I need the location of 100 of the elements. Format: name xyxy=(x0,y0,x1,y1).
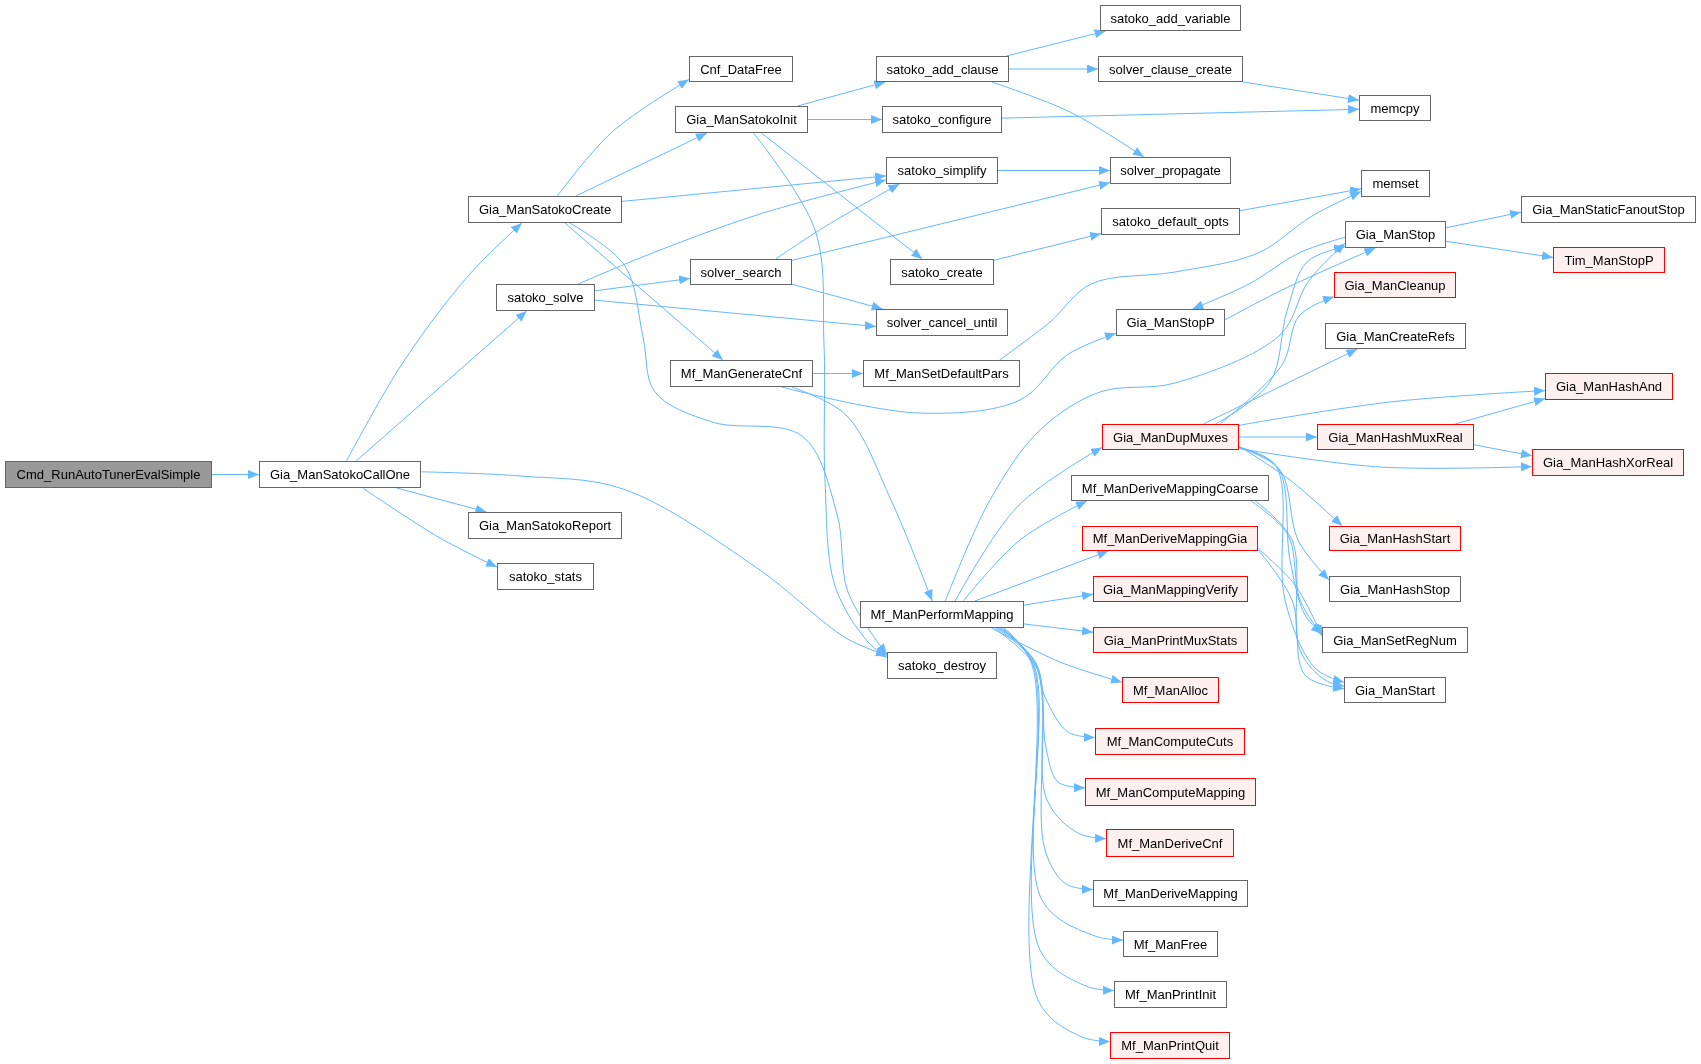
call-arrow xyxy=(1001,105,1360,119)
call-arrow xyxy=(1002,627,1115,995)
call-arrow xyxy=(993,231,1102,261)
function-node: satoko_create xyxy=(890,259,994,285)
call-arrow xyxy=(594,275,691,292)
call-arrow xyxy=(420,471,888,657)
function-node: Mf_ManDeriveMappingCoarse xyxy=(1071,475,1269,501)
call-arrow xyxy=(954,446,1103,602)
call-arrow xyxy=(760,132,923,260)
call-arrow xyxy=(999,191,1362,361)
call-arrow xyxy=(594,299,877,330)
function-node: Mf_ManDeriveMapping xyxy=(1093,880,1248,907)
call-arrow xyxy=(569,222,888,656)
call-arrow xyxy=(1238,386,1546,426)
call-arrow xyxy=(1257,549,1345,692)
call-arrow xyxy=(1238,432,1318,442)
function-node: Mf_ManSetDefaultPars xyxy=(863,360,1020,387)
function-node: Cnf_DataFree xyxy=(689,56,793,82)
function-node: Gia_ManMappingVerify xyxy=(1093,576,1248,602)
function-node: satoko_add_variable xyxy=(1100,5,1241,31)
function-node: satoko_solve xyxy=(496,284,595,311)
call-arrow xyxy=(1242,81,1360,103)
function-node: satoko_configure xyxy=(882,106,1002,133)
call-arrow xyxy=(796,80,886,107)
call-arrow xyxy=(1454,397,1546,425)
call-arrow xyxy=(944,242,1346,602)
call-arrow xyxy=(1238,445,1343,527)
call-arrow xyxy=(1003,627,1111,1046)
function-node: Gia_ManHashMuxReal xyxy=(1317,424,1474,450)
function-node: solver_search xyxy=(690,259,792,285)
function-node: solver_propagate xyxy=(1110,157,1231,184)
function-node: Gia_ManSatokoCreate xyxy=(468,196,622,223)
function-node: Gia_ManSetRegNum xyxy=(1322,627,1468,653)
function-node: Mf_ManDeriveCnf xyxy=(1106,829,1234,857)
call-arrow xyxy=(1202,348,1358,425)
call-arrow xyxy=(995,627,1086,793)
call-arrow xyxy=(1191,236,1346,310)
call-arrow xyxy=(974,550,1109,602)
function-node: satoko_stats xyxy=(497,563,594,590)
call-arrow xyxy=(1224,247,1376,321)
function-node: Gia_ManStopP xyxy=(1116,309,1225,336)
function-node: Gia_ManDupMuxes xyxy=(1102,424,1239,450)
function-node: Mf_ManFree xyxy=(1123,931,1218,957)
function-node: Gia_ManHashStart xyxy=(1329,526,1461,551)
function-node: Gia_ManSatokoInit xyxy=(675,106,808,133)
function-node: Mf_ManComputeCuts xyxy=(1095,728,1245,755)
call-arrow xyxy=(752,132,888,658)
call-arrow xyxy=(962,500,1088,602)
call-arrow xyxy=(791,386,933,602)
call-arrow xyxy=(1000,627,1124,945)
function-node: Mf_ManAlloc xyxy=(1122,677,1219,703)
function-node: Gia_ManHashStop xyxy=(1329,576,1461,602)
function-node: satoko_add_clause xyxy=(876,56,1009,82)
function-node: Mf_ManComputeMapping xyxy=(1085,778,1256,806)
function-node: solver_clause_create xyxy=(1098,56,1243,82)
function-node: Mf_ManPerformMapping xyxy=(860,601,1024,628)
function-node: satoko_default_opts xyxy=(1101,208,1240,235)
function-node: Gia_ManCleanup xyxy=(1334,272,1456,298)
call-arrow xyxy=(781,332,1117,414)
function-node: Mf_ManPrintInit xyxy=(1114,981,1227,1008)
call-arrow xyxy=(575,132,708,197)
call-arrow xyxy=(998,627,1094,894)
function-node: Mf_ManGenerateCnf xyxy=(670,360,813,387)
function-node: Gia_ManSatokoReport xyxy=(468,512,622,539)
call-arrow xyxy=(362,487,498,568)
function-node: Mf_ManPrintQuit xyxy=(1110,1032,1230,1059)
function-node: Gia_ManStart xyxy=(1344,677,1446,703)
call-arrow xyxy=(997,627,1107,843)
call-arrow xyxy=(1445,210,1522,229)
call-arrow xyxy=(621,172,887,202)
call-arrow xyxy=(1254,500,1345,689)
call-arrow xyxy=(556,78,690,197)
call-arrow xyxy=(991,81,1145,158)
function-node: Gia_ManStop xyxy=(1345,221,1446,248)
call-arrow xyxy=(1219,296,1335,425)
call-arrow xyxy=(1005,29,1107,57)
call-arrow xyxy=(396,487,487,514)
function-node: Gia_ManPrintMuxStats xyxy=(1093,627,1248,653)
call-arrow xyxy=(1023,623,1094,636)
function-node: solver_cancel_until xyxy=(876,309,1008,336)
call-arrow xyxy=(997,166,1111,175)
call-arrow xyxy=(990,627,1123,684)
call-arrow xyxy=(1238,446,1345,684)
function-node: satoko_simplify xyxy=(886,157,998,184)
call-arrow xyxy=(812,369,864,378)
call-arrow xyxy=(211,470,260,479)
call-arrow xyxy=(791,180,1111,261)
call-arrow xyxy=(1473,444,1533,459)
call-arrow xyxy=(1215,244,1346,425)
function-node: Gia_ManHashXorReal xyxy=(1532,449,1684,476)
call-arrow xyxy=(791,283,884,311)
call-arrow xyxy=(1023,591,1094,606)
call-arrow xyxy=(1238,448,1533,472)
call-arrow xyxy=(1239,186,1362,212)
function-node: memcpy xyxy=(1359,95,1431,121)
call-arrow xyxy=(994,627,1096,742)
call-arrow xyxy=(775,183,900,260)
function-node: memset xyxy=(1361,170,1430,197)
function-node: Mf_ManDeriveMappingGia xyxy=(1082,526,1258,551)
call-arrow xyxy=(577,178,887,285)
